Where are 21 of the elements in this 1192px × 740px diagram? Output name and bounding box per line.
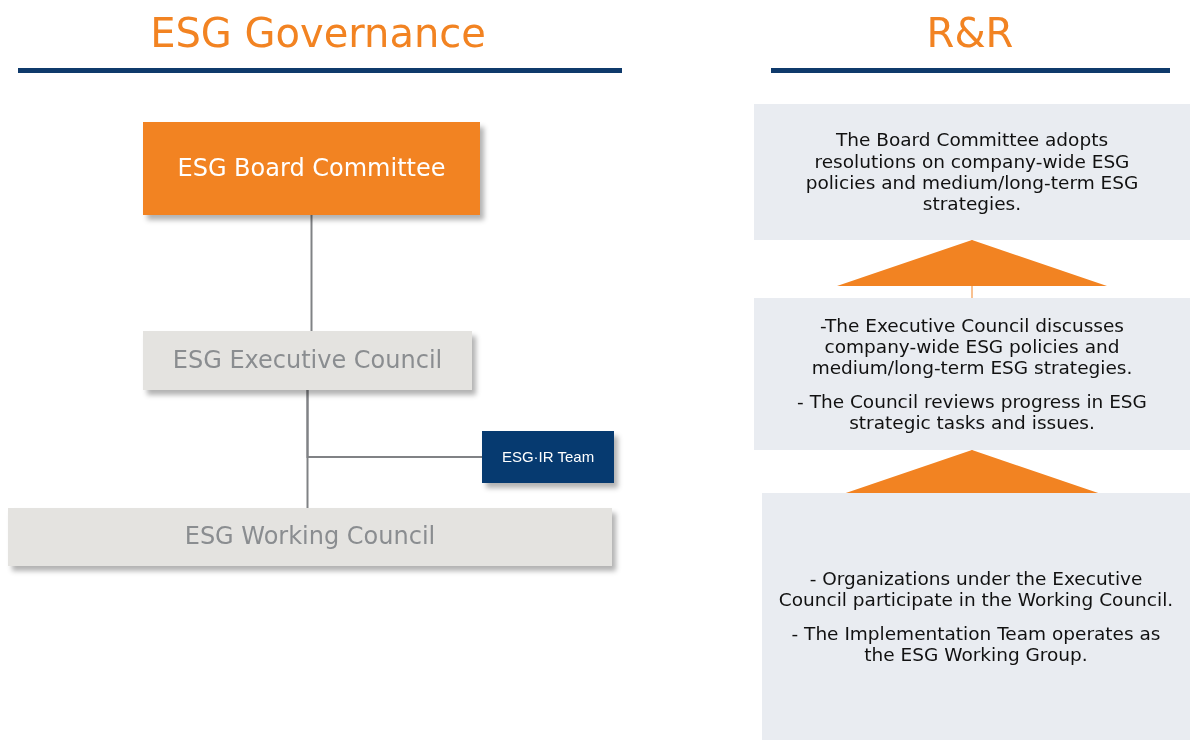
council-box (8, 508, 612, 566)
team-box (482, 431, 614, 483)
box-text: - The Council reviews progress in ESG strategic tasks and issues. (796, 390, 1148, 434)
box-text: ESG Board Committee (177, 154, 446, 183)
box-text: ESG·IR Team (501, 448, 595, 466)
box-text: The Board Committee adopts resolutions on company-wide ESG policies and medium/long-term ESG strategies. (804, 129, 1140, 215)
box-text: -The Executive Council discusses company-wide ESG policies and medium/long-term ESG strategies. (810, 314, 1134, 379)
council-box (143, 331, 472, 390)
description-panel (762, 493, 1190, 740)
box-text: ESG Executive Council (172, 346, 443, 375)
description-panel (754, 298, 1190, 450)
section-heading: ESG Governance (149, 10, 487, 56)
triangle-arrow (837, 239, 1107, 299)
committee-box (143, 122, 480, 215)
connector-line (310, 214, 313, 332)
section-heading: R&R (925, 10, 1015, 56)
box-text: - Organizations under the Executive Council participate in the Working Council. (777, 567, 1175, 611)
description-panel (754, 104, 1190, 240)
box-text: ESG Working Council (184, 523, 436, 551)
box-text: - The Implementation Team operates as the ESG Working Group. (790, 622, 1162, 666)
connector-line (306, 389, 483, 458)
